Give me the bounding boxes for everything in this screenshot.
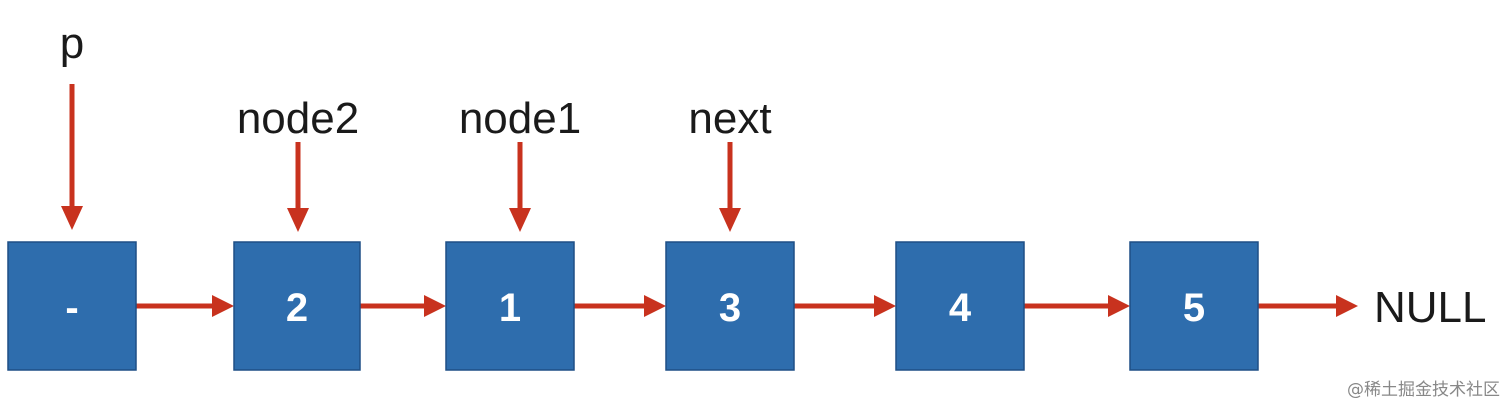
arrowhead-icon [424,295,446,317]
node-box [233,241,361,371]
node-label: - [65,286,78,330]
node-label: 2 [286,286,308,330]
node-box [7,241,137,371]
pointer-label-next: next [688,94,771,143]
node-box [895,241,1025,371]
arrowhead-icon [509,208,531,232]
pointer-label-p: p [60,19,84,68]
pointer-label-node1: node1 [459,94,581,143]
node-box [445,241,575,371]
arrowhead-icon [874,295,896,317]
arrowhead-icon [644,295,666,317]
pointer-arrows [61,84,741,232]
node-box [665,241,795,371]
node-box [1129,241,1259,371]
list-node-1: 1 [445,241,575,371]
arrowhead-icon [719,208,741,232]
list-node-dummy: - [7,241,137,371]
arrowhead-icon [1336,295,1358,317]
arrowhead-icon [61,206,83,230]
node-label: 3 [719,286,741,330]
list-node-5: 5 [1129,241,1259,371]
node-label: 1 [499,286,521,330]
arrowhead-icon [212,295,234,317]
list-node-4: 4 [895,241,1025,371]
node-label: 5 [1183,286,1205,330]
pointer-label-node2: node2 [237,94,359,143]
list-node-3: 3 [665,241,795,371]
pointer-labels: p node2 node1 next [60,19,772,143]
node-list: - 2 1 3 4 5 [7,241,1259,371]
arrowhead-icon [1108,295,1130,317]
watermark-text: @稀土掘金技术社区 [1347,380,1500,400]
null-terminal-label: NULL [1374,283,1487,332]
arrowhead-icon [287,208,309,232]
list-node-2: 2 [233,241,361,371]
node-label: 4 [949,286,972,330]
